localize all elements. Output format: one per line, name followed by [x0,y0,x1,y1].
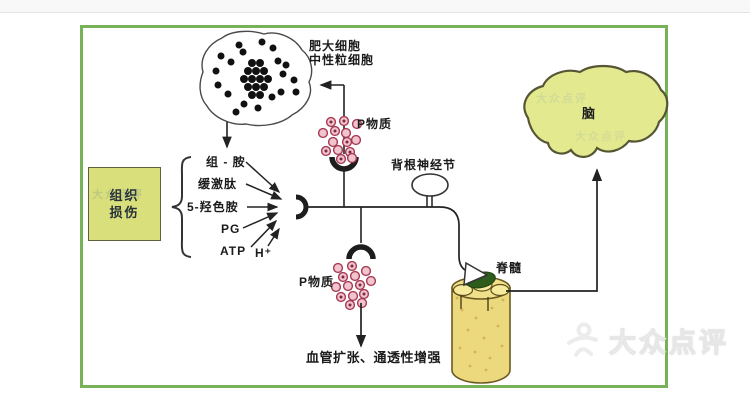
substance-p-lower-label: P物质 [299,275,335,289]
tissue-damage-label-line2: 损伤 [109,205,140,220]
mast-cell-label-line1: 肥大细胞 [309,39,362,53]
mediator-hplus-label: H⁺ [255,246,272,260]
dianping-watermark: 大众点评 [563,320,729,360]
dianping-logo-icon [567,322,598,357]
outcome-label: 血管扩张、通透性增强 [306,350,442,365]
brain-icon [523,64,669,158]
tissue-damage-box: 组织 损伤 [88,167,161,241]
substance-p-upper-label: P物质 [357,117,393,131]
brain-label: 脑 [582,106,596,121]
mast-cell-icon [199,30,313,127]
lower-nerve-terminal-icon [346,207,376,260]
mediator-atp-label: ATP [220,244,247,258]
brace-icon [171,156,192,258]
mediator-pg-label: PG [221,222,241,236]
substance-p-dots-upper [317,115,363,165]
mediator-histamine-label: 组 - 胺 [206,155,246,169]
tissue-damage-label-line1: 组织 [109,188,140,203]
free-nerve-ending-icon [295,194,466,271]
dorsal-root-ganglion-label: 背根神经节 [391,158,457,172]
spinal-cord-label: 脊髓 [496,261,523,275]
synapse-terminal-icon [463,261,489,287]
dorsal-root-ganglion-icon [411,173,449,207]
spinothalamic-arrow [506,168,603,292]
substance-p-dots-lower [330,260,377,311]
mediator-arrows [242,161,283,248]
mediator-bradykinin-label: 缓激肽 [198,177,238,191]
top-letterbox-band [0,0,750,13]
mediator-serotonin-label: 5-羟色胺 [187,200,239,214]
upper-nerve-terminal-icon [329,156,359,207]
spinal-cord-icon [451,261,511,384]
watermark-text: 大众点评 [609,327,729,358]
mast-cell-label: 肥大细胞 中性粒细胞 [309,39,374,67]
mast-cell-label-line2: 中性粒细胞 [309,53,375,67]
